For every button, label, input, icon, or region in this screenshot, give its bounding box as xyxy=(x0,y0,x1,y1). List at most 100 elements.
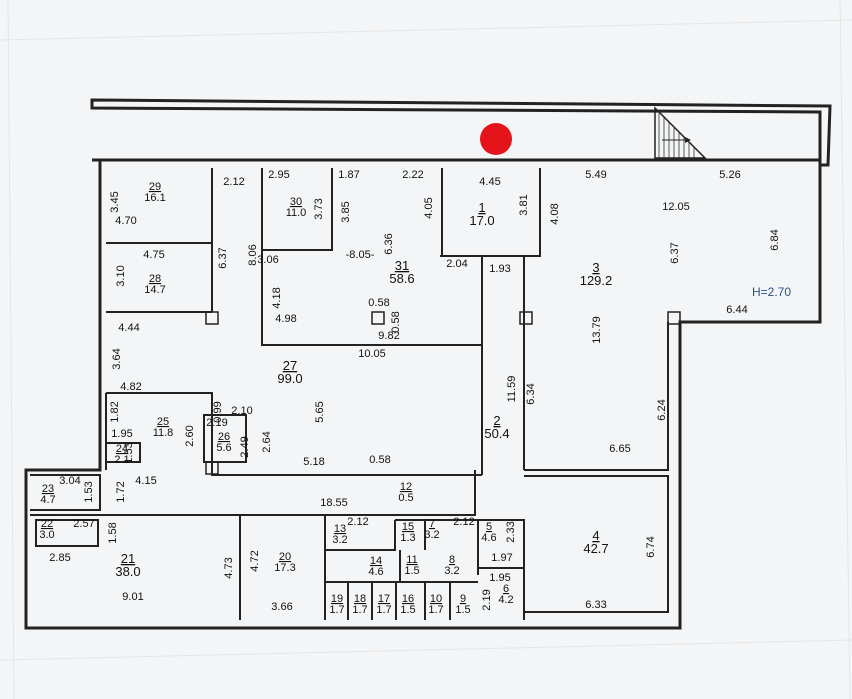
room-area: 3.2 xyxy=(424,529,439,541)
dimension-label: 3.10 xyxy=(115,265,127,286)
room-number: 30 xyxy=(290,196,302,208)
dimension-label: 5.18 xyxy=(303,456,324,468)
room-label-12: 120.5 xyxy=(398,481,413,504)
room-area: 11.8 xyxy=(153,427,174,439)
dimension-label: 2.12 xyxy=(223,176,244,188)
room-label-10: 101.7 xyxy=(428,593,443,616)
room-label-2: 250.4 xyxy=(484,413,509,441)
room-label-13: 133.2 xyxy=(332,523,347,546)
dimension-label: 8.06 xyxy=(247,244,259,265)
room-number: 11 xyxy=(406,554,417,566)
room-label-15: 151.3 xyxy=(400,521,415,544)
room-label-8: 83.2 xyxy=(444,554,459,577)
room-area: 16.1 xyxy=(144,192,165,204)
room-area: 4.2 xyxy=(498,594,513,606)
dimension-label: 9.01 xyxy=(122,591,143,603)
dimension-label: 4.72 xyxy=(249,550,261,571)
dimension-label: 6.37 xyxy=(217,247,229,268)
room-area: 129.2 xyxy=(580,273,613,288)
location-dot-icon xyxy=(480,123,512,155)
dimension-label: 3.06 xyxy=(257,254,278,266)
dimension-label: 13.79 xyxy=(591,316,603,344)
room-number: 2 xyxy=(493,413,500,428)
dimension-label: 6.44 xyxy=(726,304,747,316)
dimension-label: 1.97 xyxy=(491,552,512,564)
room-number: 1 xyxy=(478,200,485,215)
dimension-label: 2.64 xyxy=(261,431,273,452)
room-label-4: 442.7 xyxy=(583,528,608,556)
dimension-label: 2.12 xyxy=(347,516,368,528)
room-number: 13 xyxy=(334,523,346,535)
dimension-label: 0.58 xyxy=(368,297,389,309)
room-number: 18 xyxy=(354,593,366,605)
dimension-label: 4.15 xyxy=(135,475,156,487)
dimension-label: 5.49 xyxy=(585,169,606,181)
dimension-label: 2.95 xyxy=(268,169,289,181)
dimension-label: 3.45 xyxy=(109,191,121,212)
dimension-label: 2.33 xyxy=(505,521,517,542)
dimension-label: 0.99 xyxy=(212,401,224,422)
dimension-label: 4.08 xyxy=(549,203,561,224)
dimension-label: 4.44 xyxy=(118,322,139,334)
room-label-17: 171.7 xyxy=(376,593,391,616)
room-number: 9 xyxy=(460,593,466,605)
dimension-label: 6.33 xyxy=(585,599,606,611)
room-label-26: 265.6 xyxy=(216,431,231,454)
room-label-24: 242.1 xyxy=(114,443,129,466)
room-area: 3.2 xyxy=(444,565,459,577)
room-area: 14.7 xyxy=(144,284,165,296)
dimension-label: 4.75 xyxy=(143,249,164,261)
dimension-label: 3.04 xyxy=(59,475,80,487)
room-number: 12 xyxy=(400,481,412,493)
room-area: 3.2 xyxy=(332,534,347,546)
room-number: 5 xyxy=(486,521,492,533)
room-number: 10 xyxy=(430,593,442,605)
dimension-label: 1.95 xyxy=(489,572,510,584)
room-area: 38.0 xyxy=(115,564,140,579)
room-number: 21 xyxy=(121,551,135,566)
dimension-label: 6.36 xyxy=(383,233,395,254)
dimension-label: 4.70 xyxy=(115,215,136,227)
dimension-label: 0.58 xyxy=(390,311,402,332)
room-area: 1.5 xyxy=(400,604,415,616)
dimension-label: 2.19 xyxy=(481,589,493,610)
room-number: 22 xyxy=(41,518,53,530)
dimension-label: 6.65 xyxy=(609,443,630,455)
room-number: 31 xyxy=(395,258,409,273)
room-labels: 117.0250.43129.2442.754.664.273.283.291.… xyxy=(39,181,612,616)
dimension-label: 1.87 xyxy=(338,169,359,181)
dimension-label: 2.04 xyxy=(446,258,467,270)
dimension-label: 2.60 xyxy=(184,425,196,446)
room-number: 8 xyxy=(449,554,455,566)
room-area: 2.1 xyxy=(114,454,129,466)
room-area: 4.6 xyxy=(481,532,496,544)
room-number: 27 xyxy=(283,358,297,373)
room-label-5: 54.6 xyxy=(481,521,496,544)
dimension-label: 5.26 xyxy=(719,169,740,181)
dimension-label: 2.22 xyxy=(402,169,423,181)
dimension-label: 3.66 xyxy=(271,601,292,613)
dimension-label: 0.58 xyxy=(369,454,390,466)
dimension-label: 3.81 xyxy=(518,194,530,215)
dimension-label: 5.65 xyxy=(314,401,326,422)
room-number: 7 xyxy=(429,518,435,530)
room-area: 1.7 xyxy=(352,604,367,616)
room-label-16: 161.5 xyxy=(400,593,415,616)
room-label-22: 223.0 xyxy=(39,518,54,541)
room-number: 14 xyxy=(370,555,382,567)
dimension-label: 11.59 xyxy=(506,376,518,403)
room-label-7: 73.2 xyxy=(424,518,439,541)
room-label-6: 64.2 xyxy=(498,583,513,606)
dimension-label: 1.53 xyxy=(83,481,95,502)
room-area: 50.4 xyxy=(484,426,509,441)
dimension-label: 1.72 xyxy=(115,481,127,502)
room-area: 0.5 xyxy=(398,492,413,504)
room-label-23: 234.7 xyxy=(40,483,55,506)
